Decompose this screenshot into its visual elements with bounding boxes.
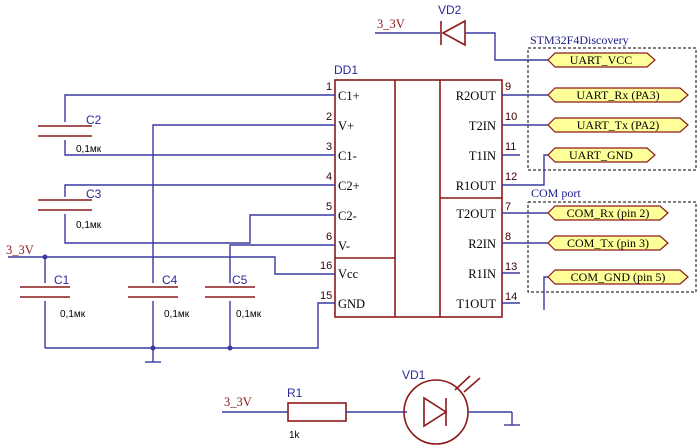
pin-num-11: 11 <box>505 141 516 153</box>
power-label-top: 3_3V <box>377 17 405 31</box>
com-group-label: COM port <box>531 186 581 200</box>
pin-name-t1out: T1OUT <box>456 297 496 311</box>
r1-ref: R1 <box>287 386 303 400</box>
vd2-ref: VD2 <box>438 3 462 17</box>
vd1-ref: VD1 <box>402 368 426 382</box>
pin-name-r2in: R2IN <box>468 237 496 251</box>
resistor-r1[interactable]: 3_3V R1 1k <box>222 386 407 441</box>
right-pin-stubs <box>502 94 520 304</box>
light-arrow-icon <box>454 375 471 391</box>
pin-num-12: 12 <box>505 171 517 183</box>
pin-name-t1in: T1IN <box>469 149 496 163</box>
c2-ref: C2 <box>86 113 102 127</box>
pin-num-9: 9 <box>505 81 511 93</box>
capacitor-c1[interactable]: C1 0,1мк <box>20 273 86 348</box>
chip-ref: DD1 <box>334 63 358 77</box>
capacitor-c5[interactable]: C5 0,1мк <box>205 273 262 348</box>
c2-value: 0,1мк <box>76 144 102 155</box>
pin-num-15: 15 <box>320 290 332 302</box>
pin-num-2: 2 <box>326 111 332 123</box>
pin-num-7: 7 <box>505 201 511 213</box>
ground-rail <box>45 302 335 363</box>
power-label-left: 3_3V <box>6 243 34 257</box>
pin-name-c1minus: C1- <box>338 149 357 163</box>
chip-dd1[interactable]: DD1 C1+ V+ C1- C2+ C2- V- Vcc GND 1 2 3 … <box>320 63 517 318</box>
pin-num-16: 16 <box>320 260 332 272</box>
pin-name-c2minus: C2- <box>338 209 357 223</box>
power-label-bottom: 3_3V <box>224 395 252 409</box>
pin-name-vplus: V+ <box>338 119 354 133</box>
pin-num-4: 4 <box>326 171 332 183</box>
pin-name-c1plus: C1+ <box>338 89 360 103</box>
port-com-rx-label: COM_Rx (pin 2) <box>567 206 650 220</box>
c5-value: 0,1мк <box>236 309 262 320</box>
c4-ref: C4 <box>162 273 178 287</box>
vplus-wire <box>152 124 335 283</box>
c5-ref: C5 <box>232 273 248 287</box>
pin-num-6: 6 <box>326 231 332 243</box>
pin-num-5: 5 <box>326 201 332 213</box>
port-uart-rx-label: UART_Rx (PA3) <box>576 88 659 102</box>
vminus-wire <box>229 244 335 283</box>
pin-name-vcc: Vcc <box>338 267 359 281</box>
pin-num-3: 3 <box>326 141 332 153</box>
port-com-gnd[interactable]: COM_GND (pin 5) <box>547 269 689 285</box>
capacitor-c2[interactable]: C2 0,1мк <box>38 94 335 156</box>
pin-num-1: 1 <box>326 81 332 93</box>
port-com-tx-label: COM_Tx (pin 3) <box>567 236 649 250</box>
port-uart-tx-label: UART_Tx (PA2) <box>577 118 660 132</box>
c3-ref: C3 <box>86 187 102 201</box>
port-uart-gnd[interactable]: UART_GND <box>547 147 656 163</box>
stm32-group-label: STM32F4Discovery <box>530 33 629 47</box>
port-uart-vcc[interactable]: UART_VCC <box>547 52 656 68</box>
pin-name-r2out: R2OUT <box>456 89 497 103</box>
port-uart-rx[interactable]: UART_Rx (PA3) <box>547 87 689 103</box>
c4-value: 0,1мк <box>164 309 190 320</box>
pin-name-r1in: R1IN <box>468 267 496 281</box>
r1-value: 1k <box>289 430 301 441</box>
port-uart-tx[interactable]: UART_Tx (PA2) <box>547 117 689 133</box>
stm32-group: STM32F4Discovery <box>527 33 697 171</box>
pin-name-vminus: V- <box>338 239 350 253</box>
pin-name-gnd: GND <box>338 297 365 311</box>
pin-num-14: 14 <box>505 291 517 303</box>
c3-value: 0,1мк <box>76 220 102 231</box>
com-group: COM port <box>527 186 697 293</box>
power-rail-left: 3_3V <box>6 243 335 283</box>
capacitor-c4[interactable]: C4 0,1мк <box>128 273 190 348</box>
c1-value: 0,1мк <box>60 309 86 320</box>
pin-num-13: 13 <box>505 261 517 273</box>
diode-vd2[interactable]: 3_3V VD2 <box>375 3 555 61</box>
pin-name-r1out: R1OUT <box>456 179 497 193</box>
port-com-gnd-label: COM_GND (pin 5) <box>571 270 666 284</box>
port-uart-vcc-label: UART_VCC <box>570 53 633 67</box>
c1-ref: C1 <box>54 273 70 287</box>
pin-name-t2out: T2OUT <box>456 207 496 221</box>
port-com-tx[interactable]: COM_Tx (pin 3) <box>547 235 669 251</box>
capacitor-c3[interactable]: C3 0,1мк <box>38 184 335 244</box>
pin-num-8: 8 <box>505 231 511 243</box>
pin-name-t2in: T2IN <box>469 119 496 133</box>
port-uart-gnd-label: UART_GND <box>569 148 633 162</box>
port-com-rx[interactable]: COM_Rx (pin 2) <box>547 205 669 221</box>
pin-name-c2plus: C2+ <box>338 179 360 193</box>
pin-num-10: 10 <box>505 111 517 123</box>
led-vd1[interactable]: VD1 <box>402 368 520 445</box>
